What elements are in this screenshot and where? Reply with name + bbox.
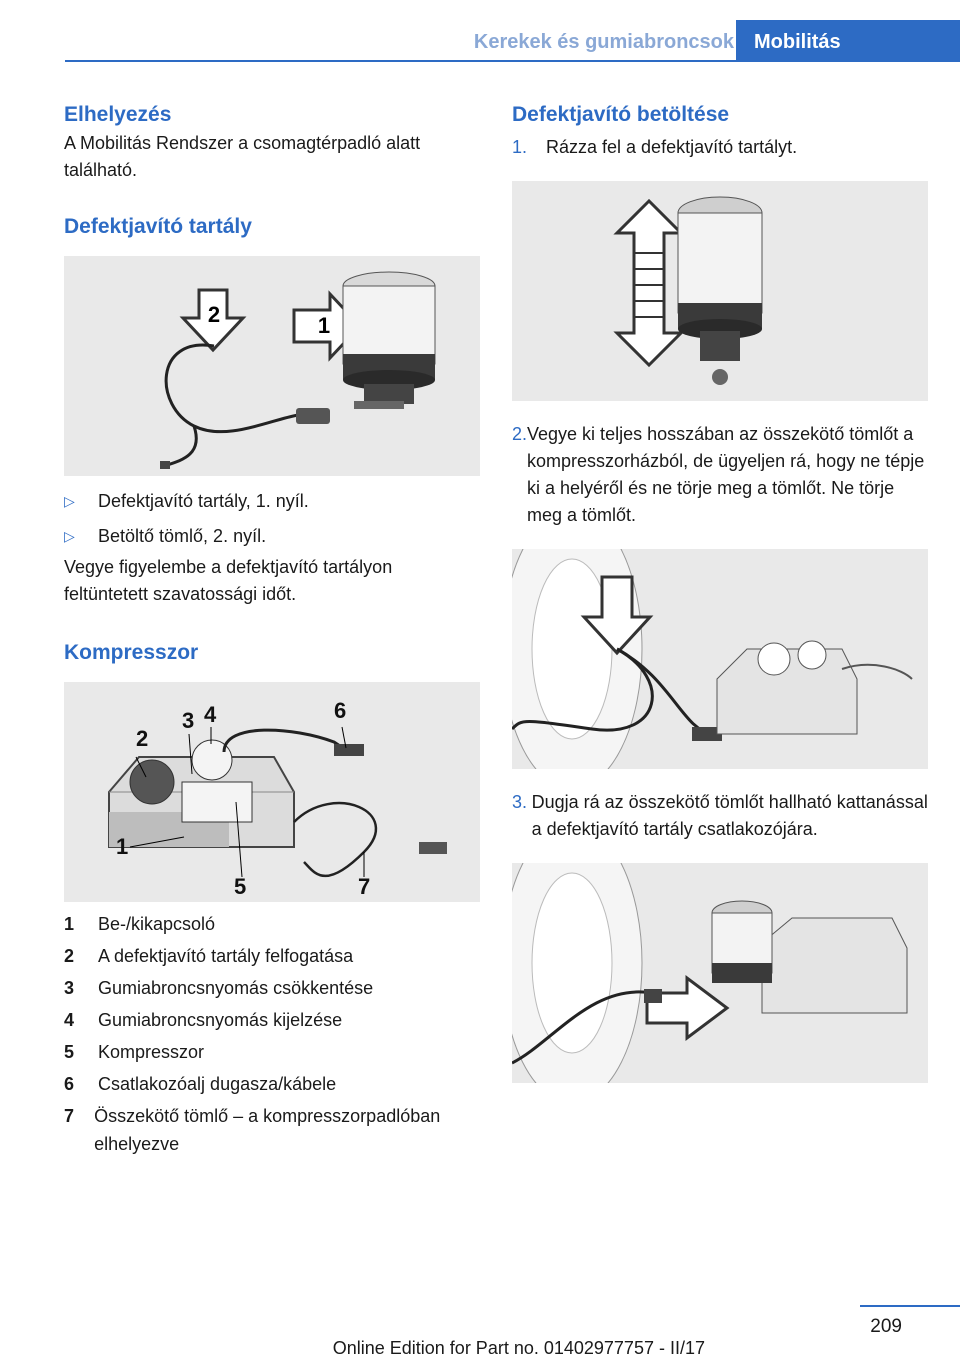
fig2-label-7: 7 — [358, 874, 370, 899]
page-number: 209 — [870, 1316, 902, 1337]
bullet-item: ▷ Betöltő tömlő, 2. nyíl. — [64, 523, 480, 550]
bullet-text: Defektjavító tartály, 1. nyíl. — [98, 491, 309, 511]
fig1-label-1: 1 — [318, 313, 330, 338]
legend-text: Gumiabroncsnyomás csökkentése — [98, 978, 374, 998]
legend-number: 4 — [64, 1010, 75, 1030]
connect-hose-illustration — [512, 863, 908, 1083]
legend-text: Be-/kikapcsoló — [98, 914, 216, 934]
fig2-label-6: 6 — [334, 698, 346, 723]
legend-item: 6 Csatlakozóalj dugasza/kábele — [64, 1070, 480, 1098]
legend-item: 5 Kompresszor — [64, 1038, 480, 1066]
legend-item: 4 Gumiabroncsnyomás kijelzése — [64, 1006, 480, 1034]
pull-hose-illustration — [512, 549, 913, 769]
legend-list: 1 Be-/kikapcsoló 2 A defektjavító tartály … — [64, 910, 480, 1158]
bullet-item: ▷ Defektjavító tartály, 1. nyíl. — [64, 488, 480, 515]
legend-item: 3 Gumiabroncsnyomás csökkentése — [64, 974, 480, 1002]
header-chapter-tab: Mobilitás — [736, 20, 960, 62]
legend-text: Gumiabroncsnyomás kijelzése — [98, 1010, 343, 1030]
figure-pull-hose — [512, 549, 928, 769]
legend-number: 2 — [64, 946, 75, 966]
legend-text: Csatlakozóalj dugasza/kábele — [98, 1074, 337, 1094]
step-item: 2. Vegye ki teljes hosszában az összeköt… — [512, 421, 928, 529]
legend-item: 7 Összekötő tömlő – a kompresszorpadlóban… — [64, 1102, 480, 1158]
page-header: Kerekek és gumiabroncsok Mobilitás — [65, 20, 960, 62]
legend-text: A defektjavító tartály felfogatása — [98, 946, 354, 966]
paragraph-note: Vegye figyelembe a defektjavító tartályo… — [64, 557, 393, 604]
step-text: Vegye ki teljes hosszában az összekötő t… — [527, 424, 925, 525]
heading-elhelyezes: Elhelyezés — [64, 103, 172, 126]
figure-connect-hose — [512, 863, 928, 1083]
shake-container-illustration — [613, 196, 763, 385]
step-number: 1. — [512, 137, 528, 157]
legend-number: 3 — [64, 978, 75, 998]
left-column: Elhelyezés A Mobilitás Rendszer a csomag… — [64, 100, 480, 1158]
right-column: Defektjavító betöltése 1. Rázza fel a de… — [512, 100, 928, 1083]
legend-number: 5 — [64, 1042, 75, 1062]
step-item: 3. Dugja rá az összekötő tömlőt hallható… — [512, 789, 928, 843]
heading-tartaly: Defektjavító tartály — [64, 215, 252, 238]
step-text: Rázza fel a defektjavító tartályt. — [546, 137, 798, 157]
fig2-label-1: 1 — [116, 834, 128, 859]
compressor-illustration: 1 2 3 4 5 6 7 — [108, 698, 447, 899]
paragraph-elhelyezes: A Mobilitás Rendszer a csomagtérpadló al… — [64, 133, 421, 180]
legend-item: 1 Be-/kikapcsoló — [64, 910, 480, 938]
step-text: Dugja rá az összekötő tömlőt hallható ka… — [531, 792, 928, 839]
step-number: 3. — [512, 792, 528, 812]
header-section-title: Kerekek és gumiabroncsok — [473, 31, 734, 53]
legend-number: 6 — [64, 1074, 75, 1094]
figure-compressor: 1 2 3 4 5 6 7 — [64, 682, 480, 902]
fig2-label-3: 3 — [182, 708, 194, 733]
figure-sealant-container: 2 1 — [64, 256, 480, 476]
figure-shake-container — [512, 181, 928, 401]
footer-rule — [860, 1305, 960, 1307]
header-rule — [65, 60, 960, 62]
bullet-text: Betöltő tömlő, 2. nyíl. — [98, 526, 267, 546]
step-number: 2. — [512, 424, 528, 444]
legend-number: 1 — [64, 914, 75, 934]
legend-item: 2 A defektjavító tartály felfogatása — [64, 942, 480, 970]
heading-kompresszor: Kompresszor — [64, 641, 199, 664]
step-item: 1. Rázza fel a defektjavító tartályt. — [512, 134, 928, 161]
legend-number: 7 — [64, 1106, 75, 1126]
legend-text: Kompresszor — [98, 1042, 205, 1062]
fig2-label-2: 2 — [136, 726, 148, 751]
heading-betoltes: Defektjavító betöltése — [512, 103, 730, 126]
fig1-label-2: 2 — [208, 302, 220, 327]
legend-text: Összekötő tömlő – a kompresszorpadlóban … — [94, 1106, 441, 1154]
triangle-bullet-icon: ▷ — [64, 528, 75, 544]
fig2-label-4: 4 — [204, 702, 217, 727]
fig2-label-5: 5 — [234, 874, 246, 899]
edition-note: Online Edition for Part no. 01402977757 … — [332, 1338, 705, 1358]
triangle-bullet-icon: ▷ — [64, 493, 75, 509]
sealant-container-illustration: 2 1 — [160, 271, 436, 469]
